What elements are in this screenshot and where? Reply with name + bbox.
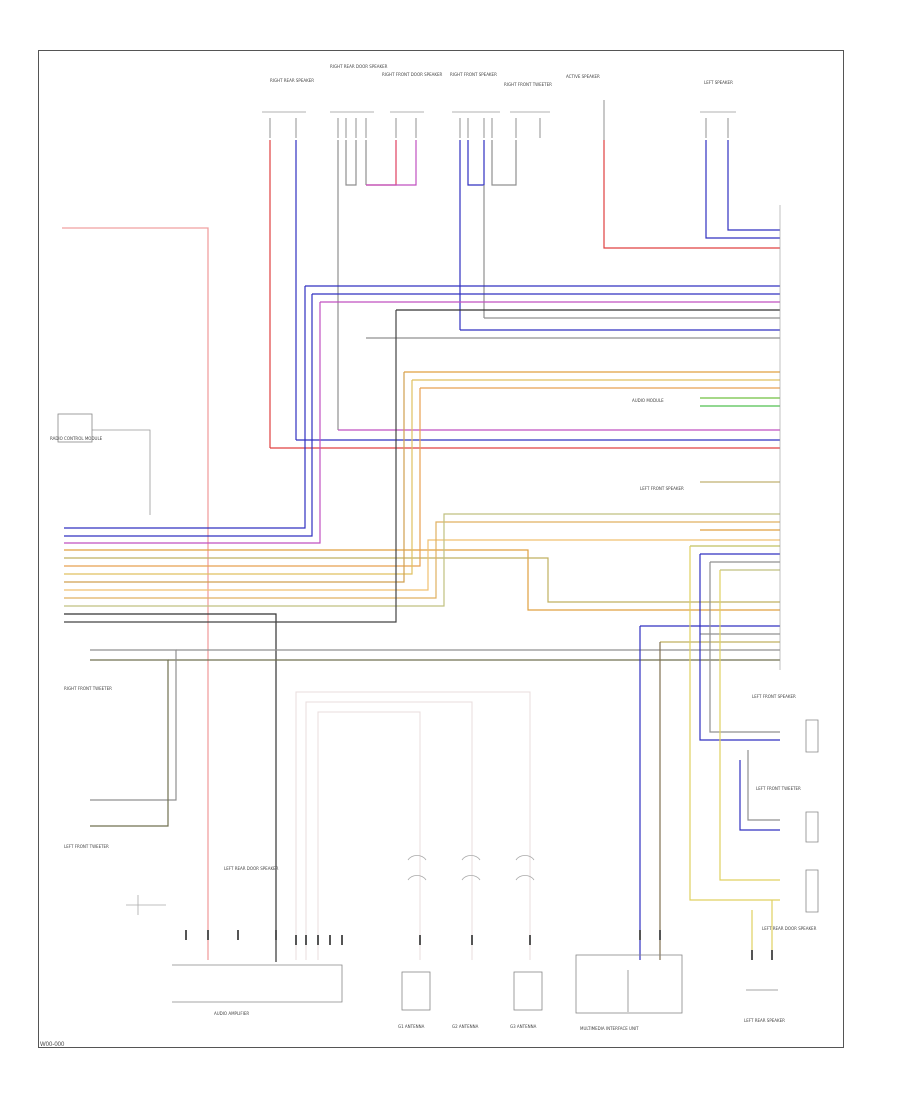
antenna-symbols xyxy=(126,855,535,915)
g3-antenna-box xyxy=(513,971,543,1011)
label-g3-antenna: G3 ANTENNA xyxy=(510,1024,537,1029)
label-left-rear-door-speaker: LEFT REAR DOOR SPEAKER xyxy=(762,926,817,931)
side-labels: RADIO CONTROL MODULE RIGHT FRONT TWEETER… xyxy=(50,398,817,1031)
lf-speaker-box xyxy=(805,719,819,753)
label-right-front-tweeter: RIGHT FRONT TWEETER xyxy=(504,82,552,87)
label-active-speaker: ACTIVE SPEAKER xyxy=(566,74,600,79)
label-left-front-tweeter-left: LEFT FRONT TWEETER xyxy=(64,844,109,849)
label-right-front-door-speaker: RIGHT FRONT DOOR SPEAKER xyxy=(382,72,443,77)
label-right-rear-speaker: RIGHT REAR SPEAKER xyxy=(270,78,314,83)
bottom-pins xyxy=(185,930,773,960)
left-tweeter-wires xyxy=(90,429,177,827)
label-g1-antenna: G1 ANTENNA xyxy=(398,1024,425,1029)
lf-tweeter-box xyxy=(805,811,819,843)
component-boxes xyxy=(57,413,819,1014)
top-labels: RIGHT REAR SPEAKER RIGHT REAR DOOR SPEAK… xyxy=(270,64,733,87)
label-left-rear-speaker: LEFT REAR SPEAKER xyxy=(744,1018,785,1023)
g1-antenna-box xyxy=(401,971,431,1011)
top-connectors xyxy=(262,100,736,140)
label-right-front-tweeter-left: RIGHT FRONT TWEETER xyxy=(64,686,112,691)
amplifier-wires xyxy=(295,691,531,960)
multimedia-interface-box xyxy=(575,954,683,1014)
label-left-rear-door-speaker-mid: LEFT REAR DOOR SPEAKER xyxy=(224,866,279,871)
left-harness-wires xyxy=(64,286,780,962)
radio-module-box xyxy=(57,413,93,443)
label-radio-control-module: RADIO CONTROL MODULE xyxy=(50,436,103,441)
top-vertical-wires xyxy=(269,140,780,448)
label-multimedia-interface: MULTIMEDIA INTERFACE UNIT xyxy=(580,1026,639,1031)
label-g2-antenna: G2 ANTENNA xyxy=(452,1024,479,1029)
wire-pink-left xyxy=(62,227,209,960)
label-left-speaker: LEFT SPEAKER xyxy=(704,80,733,85)
label-audio-module: AUDIO MODULE xyxy=(632,398,664,403)
label-audio-amplifier: AUDIO AMPLIFIER xyxy=(214,1011,249,1016)
upper-bus-wires xyxy=(305,285,780,339)
label-left-front-tweeter: LEFT FRONT TWEETER xyxy=(756,786,801,791)
page-code: W00-000 xyxy=(40,1042,65,1048)
label-left-front-speaker: LEFT FRONT SPEAKER xyxy=(752,694,796,699)
lr-door-speaker-box xyxy=(805,869,819,913)
right-lower-wires xyxy=(168,529,780,960)
mid-bus-wires xyxy=(270,371,780,483)
label-left-front-speaker-mid: LEFT FRONT SPEAKER xyxy=(640,486,684,491)
label-right-front-speaker: RIGHT FRONT SPEAKER xyxy=(450,72,497,77)
diagram-frame xyxy=(38,50,844,1048)
label-right-rear-door-speaker: RIGHT REAR DOOR SPEAKER xyxy=(330,64,388,69)
